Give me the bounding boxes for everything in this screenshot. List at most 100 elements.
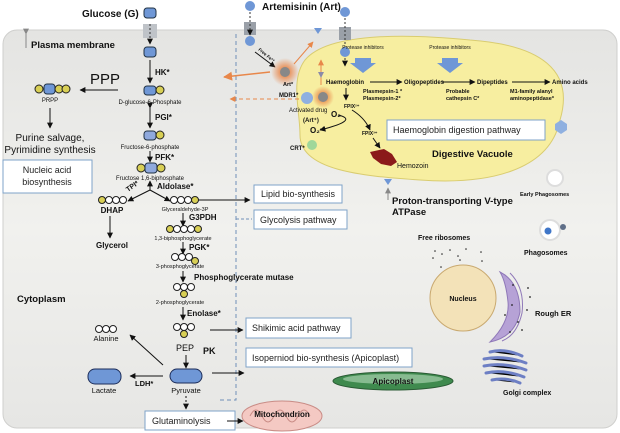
g3p-icon: [170, 196, 199, 204]
o2minus-label: O₂⁻: [310, 126, 324, 135]
rough-er-fold: [501, 272, 523, 342]
oligopeptides-label: Oligopeptides: [404, 80, 445, 86]
g3pdh-enzyme: G3PDH: [189, 213, 217, 222]
pg2-label: 2-phosphoglycerate: [156, 300, 204, 306]
art-star-label: Art*: [283, 82, 294, 88]
hemozoin-arrow: [372, 137, 381, 149]
haemoglobin-digestion-box: [386, 119, 546, 141]
pyrimidine-label: Pyrimidine synthesis: [4, 145, 95, 156]
nucleic-acid-box: [2, 159, 93, 194]
crt-label: CRT*: [290, 146, 305, 152]
dashed-boundary: [218, 34, 237, 401]
early-phagosome-icon: [546, 169, 564, 187]
drug-small-icon: [318, 72, 324, 78]
isoprenoid-box: [245, 347, 413, 368]
glucose-transporter-icon: [143, 24, 157, 38]
aldolase-enzyme: Aldolase*: [157, 182, 194, 191]
protease-inhibitor-label: Protease inhibitors: [342, 45, 384, 51]
phosphate-icon: [155, 130, 165, 140]
lipid-box-label: Lipid bio-synthesis: [261, 189, 336, 199]
shikimic-box-label: Shikimic acid pathway: [252, 323, 341, 333]
bpg13-icon: [166, 225, 202, 233]
glycerol-label: Glycerol: [96, 241, 128, 250]
digestive-vacuole-label: Digestive Vacuole: [432, 149, 513, 160]
pg3-icon: [171, 253, 199, 265]
golgi-complex-shape: [482, 349, 528, 385]
vacuole-transporter-icon: [555, 120, 567, 134]
art-radical-icon: [280, 67, 290, 77]
enolase-enzyme: Enolase*: [187, 309, 222, 318]
dipeptides-label: Dipeptides: [477, 80, 508, 86]
vatpase-label-1: Proton-transporting V-type: [392, 196, 513, 207]
split-arrow-left: [127, 189, 151, 202]
nucleus-label: Nucleus: [449, 296, 476, 303]
pyruvate-label: Pyruvate: [171, 386, 201, 395]
purine-label: Purine salvage,: [16, 133, 85, 144]
glucose-label: Glucose (G): [82, 9, 139, 20]
phosphate-icon: [156, 163, 166, 173]
pgk-enzyme: PGK*: [189, 243, 210, 252]
phagosome-bud: [560, 224, 566, 230]
fpix2-label: FPIX²⁺: [344, 104, 360, 110]
activated-drug-icon: [318, 92, 328, 102]
artemisinin-molecule-icon: [245, 36, 255, 46]
fe-activation-arrow: [254, 51, 276, 68]
prpp-label: PRPP: [42, 98, 58, 104]
cathepsin-label-2: cathepsin C*: [446, 96, 480, 102]
pyruvate-icon: [169, 368, 203, 384]
hemozoin-label: Hemozoin: [397, 163, 429, 170]
artemisinin-label: Artemisinin (Art): [262, 2, 341, 13]
cathepsin-label-1: Probable: [446, 89, 470, 95]
art-paren-label: (Art⁺): [303, 117, 319, 124]
aminopeptidase-label-2: aminopeptidase*: [510, 96, 555, 102]
pg2-icon: [173, 283, 195, 298]
glycolysis-box: [253, 209, 348, 230]
inhibitor-arrow-icon: [437, 58, 463, 73]
mitochondrion-shape: [241, 400, 323, 432]
glutaminolysis-box-label: Glutaminolysis: [152, 416, 211, 426]
crt-transporter-icon: [307, 140, 317, 150]
er-ribosome-dots: [504, 284, 531, 333]
phosphate-icon: [155, 85, 165, 95]
glucose-molecule-icon: [143, 7, 157, 19]
mdr1-label: MDR1*: [279, 93, 299, 99]
plasmepsin1-label: Plasmepsin-1 *: [363, 89, 403, 95]
bpg13-label: 1,3-biphosphoglycerate: [154, 236, 211, 242]
hk-enzyme: HK*: [155, 68, 171, 77]
aminopeptidase-label-1: M1-family alanyl: [510, 89, 553, 95]
ppp-label: PPP: [90, 71, 120, 88]
glycolysis-box-label: Glycolysis pathway: [260, 215, 337, 225]
activated-drug-label: Activated drug: [289, 108, 327, 114]
vatpase-small-icon: [314, 28, 322, 34]
f6p-icon: [143, 130, 157, 141]
pep-icon: [173, 323, 195, 338]
digestive-vacuole-shape: [296, 35, 564, 182]
protease-inhibitor-label: Protease inhibitors: [429, 45, 471, 51]
f16bp-icon: [144, 162, 158, 174]
orange-arrow-left: [223, 71, 271, 81]
artemisinin-molecule-icon: [245, 1, 255, 11]
glucose-molecule-icon: [143, 46, 157, 58]
superoxide-arrow: [319, 114, 347, 132]
hb-transporter-icon: [339, 27, 351, 40]
free-ribosome-dots: [432, 248, 483, 268]
golgi-label: Golgi complex: [503, 390, 551, 397]
pep-label: PEP: [176, 343, 194, 353]
fpix3-label: FPIX³⁺: [362, 131, 378, 137]
hemozoin-crystal-icon: [370, 149, 397, 166]
alanine-arrow: [129, 334, 164, 366]
apicoplast-highlight: [343, 374, 443, 384]
dhap-label: DHAP: [101, 206, 124, 215]
nucleus-shape: [429, 264, 497, 332]
mdr1-transporter-icon: [301, 92, 313, 104]
isoprenoid-box-label: Isoperniod bio-synthesis (Apicoplast): [252, 353, 399, 363]
f6p-label: Fructose-6-phosphate: [121, 145, 180, 151]
f16bp-label: Fructose 1,6-biphosphate: [116, 176, 185, 182]
rough-er-shape: [488, 270, 521, 343]
fpix-oxidation-arrow: [351, 109, 371, 131]
pg3-label: 3-phosphoglycerate: [156, 264, 204, 270]
apicoplast-label: Apicoplast: [373, 377, 414, 386]
lactate-icon: [87, 368, 122, 385]
